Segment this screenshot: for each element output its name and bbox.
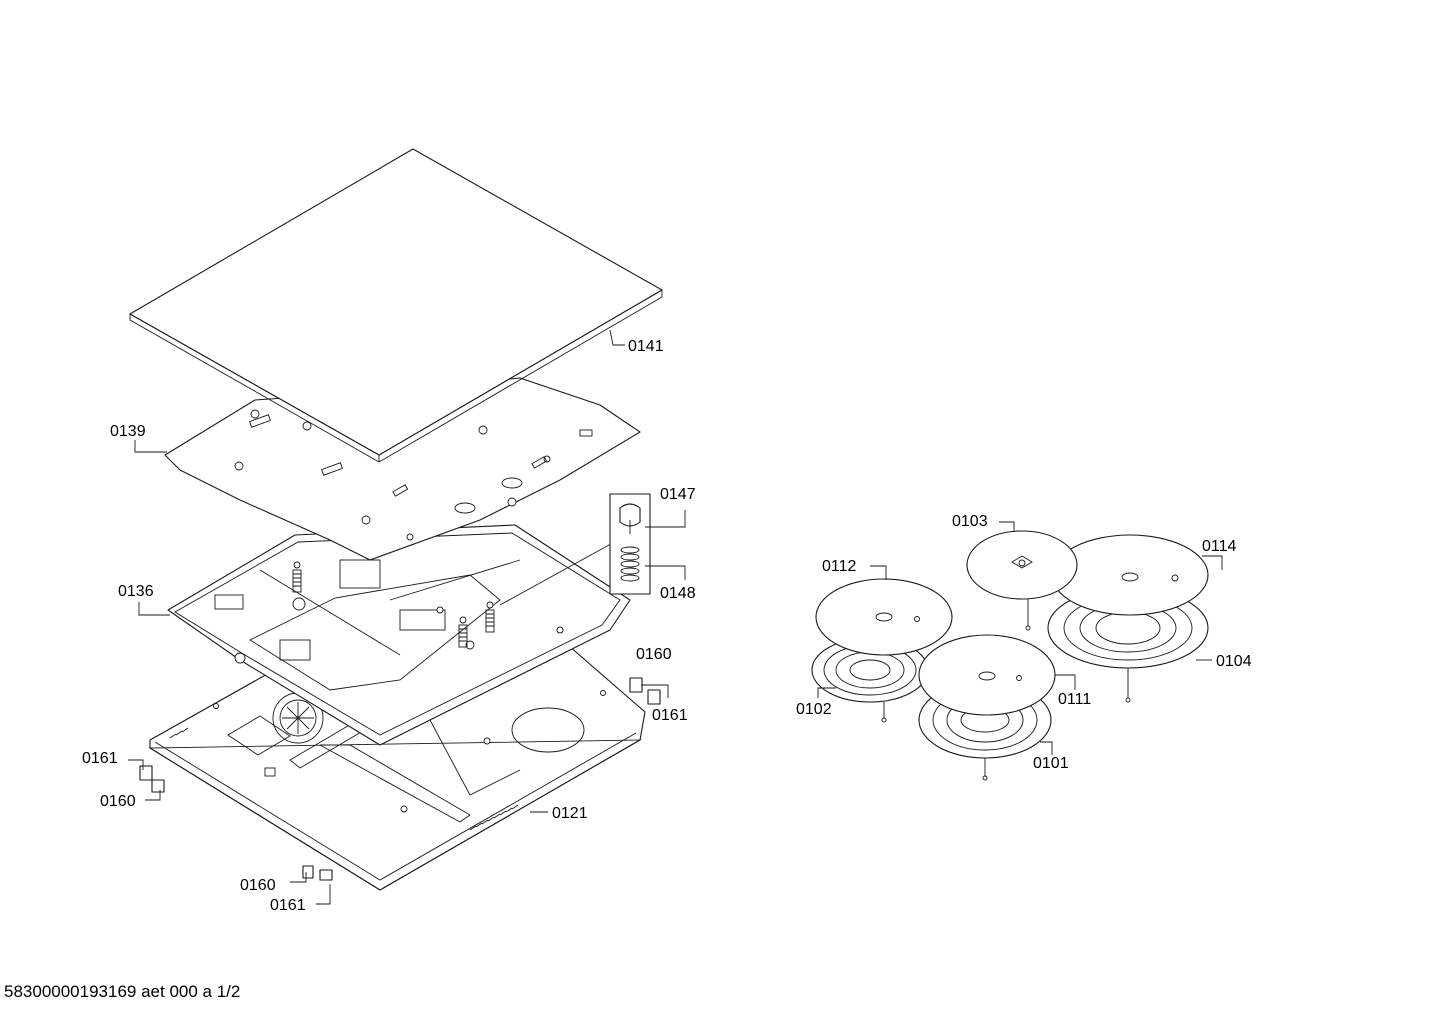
heating-element-0111-cover: [918, 634, 1056, 716]
callout-labels: 0141 0139 0147 0148 0136 0160 0161 0161 …: [82, 338, 1252, 914]
springs-mounted: [292, 569, 495, 648]
callout-0111: 0111: [1058, 691, 1091, 708]
callout-0139: 0139: [110, 423, 146, 440]
document-reference: 58300000193169 aet 000 a 1/2: [4, 982, 241, 1001]
heating-element-0114-cover: [1051, 534, 1209, 616]
callout-0112: 0112: [822, 558, 857, 575]
callout-0161-c: 0161: [270, 897, 306, 914]
callout-0141: 0141: [628, 338, 664, 355]
leader-lines: [128, 329, 1223, 905]
callout-0161-b: 0161: [82, 750, 118, 767]
callout-0136: 0136: [118, 583, 154, 600]
callout-0160-c: 0160: [240, 877, 276, 894]
callout-0147: 0147: [660, 486, 696, 503]
callout-0101: 0101: [1033, 755, 1069, 772]
heating-element-0112-cover: [815, 578, 953, 656]
glass-ceramic-top-0141: [129, 148, 663, 463]
callout-0160-b: 0160: [100, 793, 136, 810]
callout-0148: 0148: [660, 585, 696, 602]
callout-0102: 0102: [796, 701, 832, 718]
callout-0161-a: 0161: [652, 707, 688, 724]
callout-0103: 0103: [952, 513, 988, 530]
heating-element-0103: [966, 530, 1078, 631]
callout-0104: 0104: [1216, 653, 1252, 670]
callout-0121: 0121: [552, 805, 588, 822]
callout-0114: 0114: [1202, 538, 1237, 555]
insulation-plate-0139: [164, 377, 641, 561]
vent-slots: [169, 727, 519, 831]
callout-0160-a: 0160: [636, 646, 672, 663]
detail-box-0147-0148: [609, 493, 651, 595]
